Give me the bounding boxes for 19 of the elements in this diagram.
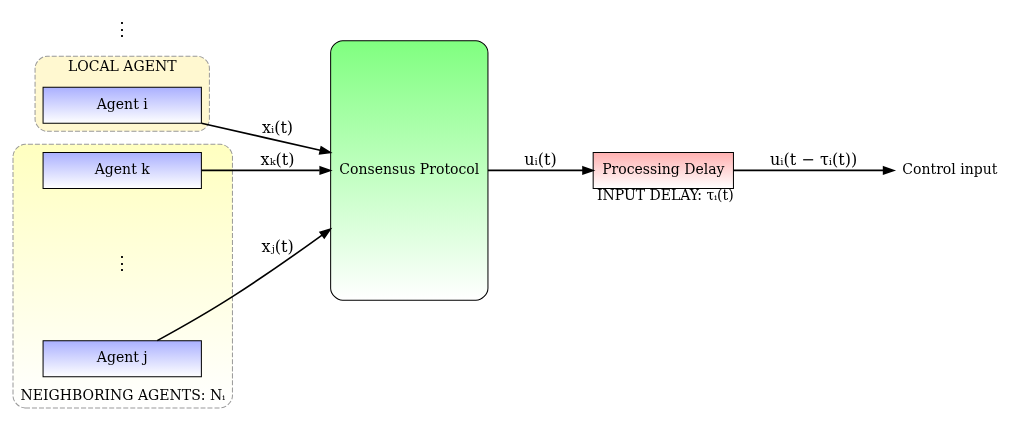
- node-label: INPUT DELAY: τᵢ(t): [596, 186, 734, 203]
- node-text: Control input: [902, 161, 998, 178]
- edge-label: xⱼ(t): [261, 237, 294, 257]
- edge-label: xᵢ(t): [261, 118, 294, 138]
- edge-label: uᵢ(t): [524, 150, 557, 170]
- node-box: Processing Delay: [592, 151, 734, 189]
- arrow: [487, 165, 596, 176]
- edge-label: uᵢ(t − τᵢ(t)): [770, 150, 858, 170]
- arrow: [732, 165, 897, 176]
- edge-label: xₖ(t): [260, 150, 295, 170]
- node-box: Consensus Protocol: [330, 40, 489, 301]
- label: ⋮: [113, 17, 132, 39]
- arrow: [200, 165, 333, 176]
- node-box: Agent j: [42, 340, 202, 378]
- node-box: Agent k: [42, 151, 202, 189]
- arrow: [156, 227, 333, 342]
- label: ⋮: [113, 252, 132, 274]
- arrow: [200, 122, 333, 155]
- node-box: Agent i: [42, 86, 202, 124]
